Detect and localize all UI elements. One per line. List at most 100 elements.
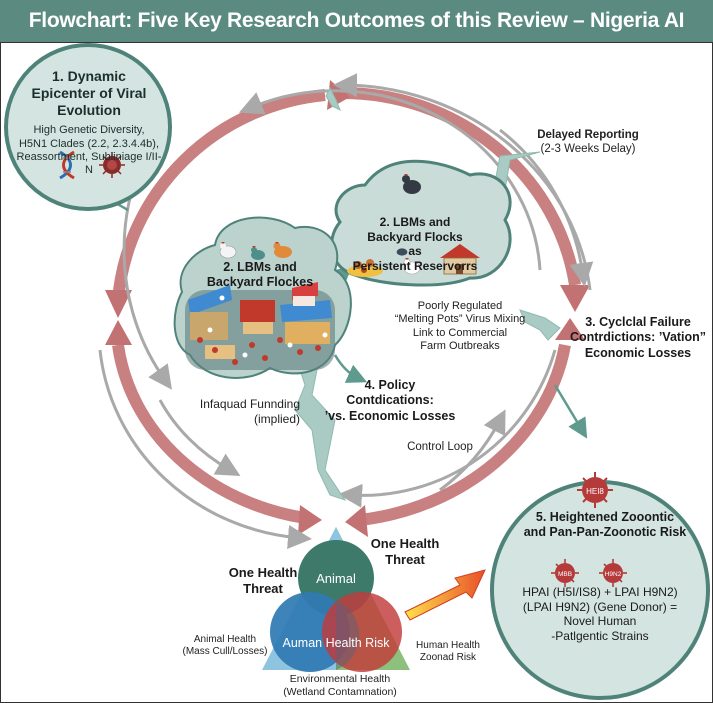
caption-line: “Melting Pots” Virus Mixing [394,313,526,326]
control-arrow-outer-left [98,349,312,549]
hen-icon [403,258,421,275]
one-health-venn [262,527,410,672]
control-arrow-right-up [439,409,506,492]
node2a-label: 2. LBMs and Backyard Flockes [195,260,325,291]
threat-line: One Health [228,565,298,580]
cycle-arrow-bottom-left [112,344,306,524]
control-loop-label: Control Loop [407,441,473,453]
arrow-node2a-to-node4 [333,354,368,383]
node1-body-line: H5N1 Clades (2.2, 2.3.4.4b), [18,137,160,150]
node1-circle [4,43,172,211]
control-arrow-right-down [499,128,594,287]
hen-icon [273,242,292,258]
market-scene [185,282,335,370]
page-title: Flowchart: Five Key Research Outcomes of… [0,0,713,74]
one-health-threat-left: One Health Threat [218,565,308,597]
node2b-title-line: as [408,244,422,259]
animal-health-label: Animal Health (Mass Cull/Losses) [180,634,270,658]
flock-icon [347,259,383,277]
node5-body-line: (LPAI H9N2) (Gene Donor) = [522,599,678,614]
node2b-title-line: Persistent Reservorrs [352,258,478,273]
node1-label: 1. Dynamic Epicenter of Viral Evolution … [14,68,164,178]
delayed-reporting-title: Delayed Reporting [537,129,639,141]
cycle-arrowhead [298,505,322,535]
node1-body-line: High Genetic Diversity, [33,124,145,137]
node3-line: 3. Cyclclal Failure [585,315,691,329]
funding-title: Infaquad Funnding [199,397,300,411]
node5-body-line: -Patlgentic Strains [551,628,649,643]
virus-icon [99,152,125,178]
hen-icon [402,174,421,194]
node2b-title-line: 2. LBMs and [379,215,451,229]
highlight-arrow [404,569,486,621]
hen-icon [251,246,265,260]
node4-line: 4. Policy [364,378,416,392]
cycle-arrowhead [105,290,132,318]
bird-icon [396,248,408,256]
threat-line: Threat [243,580,283,596]
dna-icon [59,150,75,180]
human-health-label: Human Health Zoonad Risk [408,640,488,664]
cycle-arrowhead [105,320,132,345]
node4-line: ’vs. Economic Losses [324,408,456,423]
funding-detail: (implied) [253,411,300,426]
cycle-arrowhead [560,285,590,312]
animal-health-line: Animal Health [193,634,257,645]
env-health-line: (Wetland Contamnation) [283,685,397,698]
node1-body-line: Reassortment, Subiiniage I/II-N [16,151,162,177]
cycle-arrows [105,80,590,537]
node5-title-line: 5. Heightened Zooontic [535,510,675,524]
virus-label: HEI8 [586,487,604,496]
caption-line: Farm Outbreaks [420,340,500,353]
node3-line: Contrdictions: ’Vation” [569,330,707,345]
venn-center-label: Auman Health Risk [282,636,390,650]
threat-line: Threat [385,551,425,567]
threat-line: One Health [370,536,440,551]
control-arrow-outer-top [333,73,592,291]
control-arrow-inner-top [238,89,542,271]
virus-icon [577,472,613,508]
lightning-node3 [519,309,561,341]
virus-label: H9N2 [605,571,622,578]
node3-line: Economic Losses [584,345,692,360]
node4-label: 4. Policy Contdications: ’vs. Economic L… [320,378,460,424]
node1-title-line: Evolution [57,102,121,119]
node2b-title-line: Backyard Flocks [367,229,463,244]
node5-title: 5. Heightened Zooontic and Pan-Pan-Zoono… [505,510,705,541]
virus-icon [551,559,579,587]
delayed-reporting-label: Delayed Reporting (2-3 Weeks Delay) [528,128,648,156]
lightning-top [325,86,341,112]
caption-line: Poorly Regulated [417,300,503,312]
node4-line: Contdications: [346,393,434,408]
cycle-arrow-bottom-right [359,343,571,526]
hen-icon [219,242,237,259]
cycle-arrow-top-left [112,89,326,301]
arrow-node3-to-node5 [553,384,588,439]
control-arrow-right-return [338,349,557,508]
control-loop-arrows [98,73,594,549]
funding-label: Infaquad Funnding (implied) [190,397,300,426]
animal-health-line: (Mass Cull/Losses) [182,646,268,658]
node5-title-line: and Pan-Pan-Zoonotic Risk [523,525,687,540]
cycle-arrowhead [345,505,368,537]
lightning-bottom [294,364,347,501]
virus-label: MBB [558,571,572,578]
human-health-line: Human Health [416,640,480,651]
delayed-reporting-detail: (2-3 Weeks Delay) [540,143,636,156]
caption-line: Link to Commercial [412,326,508,339]
virus-icon [599,559,627,587]
environmental-health-label: Environmental Health (Wetland Contamnati… [270,673,410,699]
human-health-line: Zoonad Risk [419,652,477,664]
node3-label: 3. Cyclclal Failure Contrdictions: ’Vati… [568,315,708,361]
node1-title-line: Epicenter of Viral [31,85,147,102]
node1-title-line: 1. Dynamic [52,68,126,84]
node2a-title-line: Backyard Flockes [206,275,314,290]
venn-animal-label: Animal [316,571,356,586]
cycle-arrowhead [555,318,585,340]
node5-body: HPAI (H5I/IS8) + LPAI H9N2) (LPAI H9N2) … [505,585,695,644]
venn-risk [322,592,402,672]
env-health-line: Environmental Health [289,673,391,685]
node2a-title-line: 2. LBMs and [223,260,297,274]
